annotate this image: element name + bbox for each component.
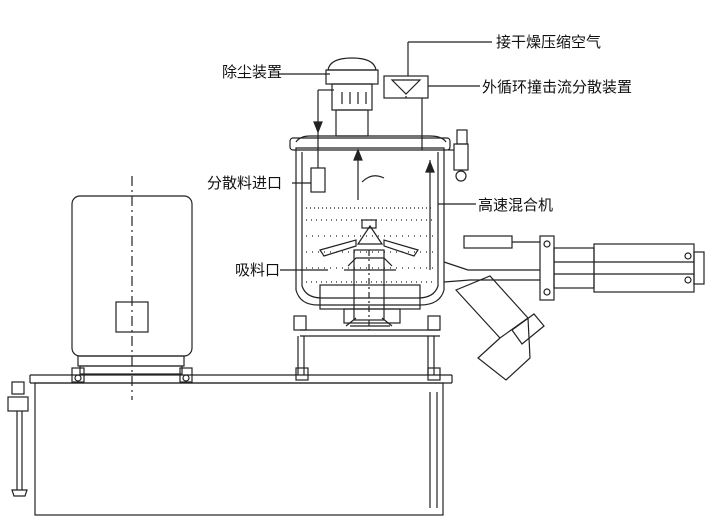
mixer-vessel	[289, 135, 451, 306]
impeller	[319, 219, 419, 271]
dust-removal-unit	[325, 57, 379, 137]
feed-inlet	[310, 89, 334, 193]
mixer-drive-housing	[319, 249, 421, 330]
mixer-supports	[293, 315, 441, 381]
motor	[71, 176, 193, 400]
impact-disperser	[383, 41, 492, 150]
lid-clamp	[448, 129, 469, 182]
label-suction-port: 吸料口	[235, 261, 281, 279]
label-feed-inlet: 分散料进口	[207, 174, 283, 192]
base-handle	[7, 381, 29, 497]
label-dust-removal-unit: 除尘装置	[222, 63, 283, 81]
suction-port-assembly	[443, 235, 705, 381]
label-dry-compressed-air: 接干燥压缩空气	[496, 33, 602, 51]
label-high-speed-mixer: 高速混合机	[478, 196, 554, 214]
label-impact-disperser: 外循环撞击流分散装置	[482, 78, 633, 96]
leader-lines	[278, 73, 476, 271]
base-frame	[29, 374, 453, 516]
